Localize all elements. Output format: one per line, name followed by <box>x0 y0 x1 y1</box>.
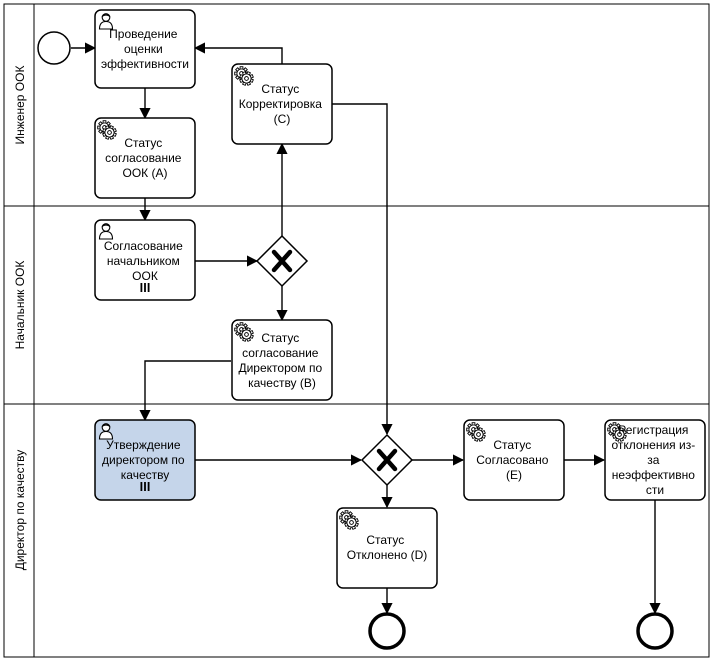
task-evaluation-label: Проведение оценки эффективности <box>101 27 189 71</box>
start-event[interactable] <box>37 31 71 65</box>
task-status-b-label: Статус согласование Директором по качест… <box>238 331 325 390</box>
task-approval-head[interactable]: Согласование начальником ООК <box>94 219 196 301</box>
end-event[interactable] <box>368 612 406 650</box>
flow-status-b-to-approval-director <box>139 360 231 422</box>
multi-instance-icon <box>140 482 150 491</box>
lane-label-head: Начальник ООК <box>13 261 27 350</box>
end-event[interactable] <box>636 612 674 650</box>
task-status-c[interactable]: Статус Корректировка (C) <box>231 63 333 145</box>
lane-label-director: Директор по качеству <box>13 450 27 571</box>
x-icon <box>376 448 398 472</box>
task-registration-label: Регистрация отклонения из- за неэффектив… <box>611 423 698 497</box>
task-status-e-label: Статус Согласовано (E) <box>476 438 552 482</box>
multi-instance-icon <box>140 283 150 292</box>
task-registration[interactable]: Регистрация отклонения из- за неэффектив… <box>604 419 706 501</box>
task-approval-head-label: Согласование начальником ООК <box>104 239 186 283</box>
exclusive-gateway[interactable] <box>360 433 414 487</box>
task-evaluation[interactable]: Проведение оценки эффективности <box>94 9 196 89</box>
lane-label-engineer: Инженер ООК <box>13 66 27 145</box>
flow-status-c-route <box>332 103 393 436</box>
task-status-b[interactable]: Статус согласование Директором по качест… <box>231 319 333 401</box>
task-status-e[interactable]: Статус Согласовано (E) <box>463 419 565 501</box>
task-status-a[interactable]: Статус согласование ООК (A) <box>94 117 196 199</box>
task-status-c-label: Статус Корректировка (C) <box>239 82 326 126</box>
task-approval-director[interactable]: Утверждение директором по качеству <box>94 419 196 501</box>
exclusive-gateway[interactable] <box>255 234 309 288</box>
task-approval-director-label: Утверждение директором по качеству <box>102 438 188 482</box>
sequence-flows <box>71 42 661 615</box>
x-icon <box>271 249 293 273</box>
task-status-d[interactable]: Статус Отклонено (D) <box>336 507 438 589</box>
task-status-a-label: Статус согласование ООК (A) <box>105 136 185 180</box>
task-status-d-label: Статус Отклонено (D) <box>347 533 428 562</box>
flow-status-c-to-evaluation <box>193 42 283 64</box>
